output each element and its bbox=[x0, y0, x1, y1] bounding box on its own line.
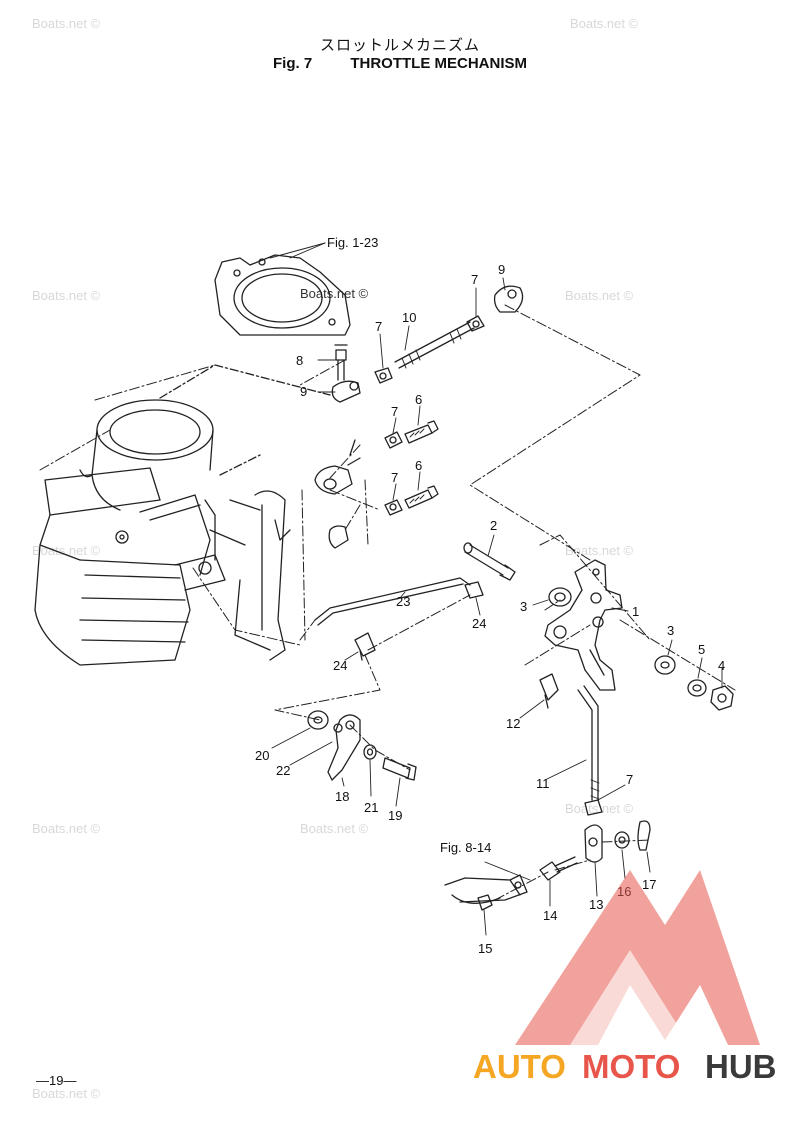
figure-label: Fig. 7 bbox=[273, 55, 313, 72]
lower-lever-group bbox=[307, 710, 417, 781]
logo-text-moto: MOTO bbox=[582, 1048, 680, 1085]
callout-19: 19 bbox=[388, 808, 402, 823]
diagram-header: スロットルメカニズム Fig. 7 THROTTLE MECHANISM bbox=[0, 34, 800, 72]
watermark: Boats.net © bbox=[32, 543, 101, 558]
logo-triangle-mark bbox=[515, 870, 760, 1045]
watermark: Boats.net © bbox=[32, 16, 101, 31]
callout-leader-lines bbox=[271, 242, 723, 936]
callout-17: 17 bbox=[642, 877, 656, 892]
carburetor-body bbox=[34, 364, 331, 666]
callout-24: 24 bbox=[333, 658, 347, 673]
callout-7: 7 bbox=[375, 319, 382, 334]
assembly-guide-lines bbox=[39, 304, 736, 901]
callout-9: 9 bbox=[300, 384, 307, 399]
bolts-and-nuts bbox=[314, 420, 439, 549]
callout-6: 6 bbox=[415, 458, 422, 473]
watermark: Boats.net © bbox=[32, 821, 101, 836]
fig-reference-1-23: Fig. 1-23 bbox=[327, 235, 378, 250]
callout-11: 11 bbox=[536, 776, 550, 791]
fig-reference-8-14: Fig. 8-14 bbox=[440, 840, 491, 855]
watermark: Boats.net © bbox=[300, 821, 369, 836]
intake-gasket-plate bbox=[214, 242, 351, 336]
diagram-title: THROTTLE MECHANISM bbox=[350, 55, 527, 72]
callout-3: 3 bbox=[667, 623, 674, 638]
callout-15: 15 bbox=[478, 941, 492, 956]
link-rod-23 bbox=[314, 577, 484, 661]
callout-5: 5 bbox=[698, 642, 705, 657]
callout-8: 8 bbox=[296, 353, 303, 368]
japanese-title: スロットルメカニズム bbox=[319, 36, 480, 54]
callout-18: 18 bbox=[335, 789, 349, 804]
watermark-layer: Boats.net © Boats.net © Boats.net © Boat… bbox=[32, 16, 639, 1101]
callout-7: 7 bbox=[391, 470, 398, 485]
throttle-link-rod bbox=[331, 285, 524, 403]
callout-14: 14 bbox=[543, 908, 557, 923]
callout-13: 13 bbox=[589, 897, 603, 912]
watermark: Boats.net © bbox=[565, 801, 634, 816]
watermark: Boats.net © bbox=[565, 288, 634, 303]
callout-7: 7 bbox=[391, 404, 398, 419]
callout-7: 7 bbox=[471, 272, 478, 287]
callout-7: 7 bbox=[626, 772, 633, 787]
callout-2: 2 bbox=[490, 518, 497, 533]
callout-4: 4 bbox=[718, 658, 725, 673]
title-row: Fig. 7 THROTTLE MECHANISM bbox=[0, 55, 800, 72]
watermark: Boats.net © bbox=[32, 1086, 101, 1101]
callout-6: 6 bbox=[415, 392, 422, 407]
watermark: Boats.net © bbox=[565, 543, 634, 558]
callout-10: 10 bbox=[402, 310, 416, 325]
callout-3: 3 bbox=[520, 599, 527, 614]
throttle-lever-assembly bbox=[444, 542, 734, 911]
watermark: Boats.net © bbox=[300, 286, 369, 301]
callout-24: 24 bbox=[472, 616, 486, 631]
watermark: Boats.net © bbox=[32, 288, 101, 303]
callout-9: 9 bbox=[498, 262, 505, 277]
callout-23: 23 bbox=[396, 594, 410, 609]
automotohub-logo: AUTO MOTO HUB bbox=[473, 870, 777, 1085]
callout-1: 1 bbox=[632, 604, 639, 619]
watermark: Boats.net © bbox=[570, 16, 639, 31]
callout-20: 20 bbox=[255, 748, 269, 763]
callout-22: 22 bbox=[276, 763, 290, 778]
logo-text-auto: AUTO bbox=[473, 1048, 566, 1085]
callout-21: 21 bbox=[364, 800, 378, 815]
page-number: —19— bbox=[36, 1073, 77, 1088]
callout-12: 12 bbox=[506, 716, 520, 731]
logo-text-hub: HUB bbox=[705, 1048, 777, 1085]
callout-numbers: Fig. 1-23 Fig. 8-14 9 7 10 7 8 9 6 7 6 7… bbox=[255, 235, 725, 956]
